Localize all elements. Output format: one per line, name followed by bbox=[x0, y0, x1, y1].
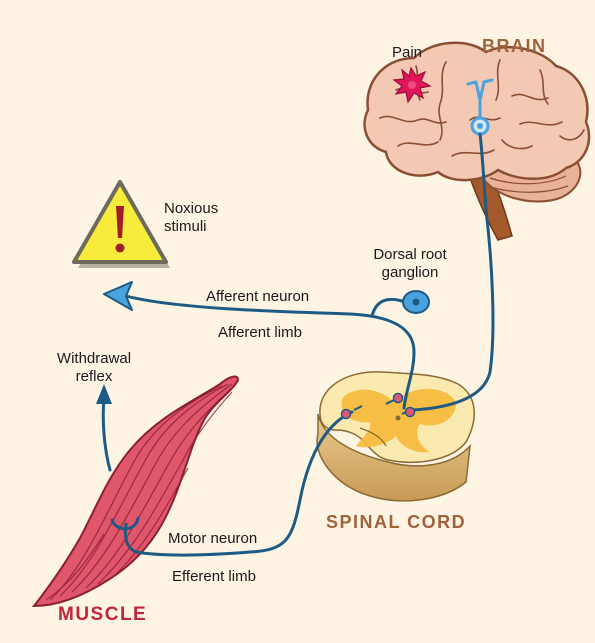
afferent-limb-label: Afferent limb bbox=[218, 324, 302, 342]
pain-label: Pain bbox=[392, 44, 422, 62]
spinal-cord-illustration bbox=[317, 372, 474, 501]
withdrawal-arrow bbox=[103, 398, 110, 470]
brain-heading: BRAIN bbox=[482, 36, 547, 57]
drg-line-1: Dorsal root bbox=[362, 246, 458, 264]
spinal-cord-heading: SPINAL CORD bbox=[326, 512, 466, 533]
ganglion-cell bbox=[403, 291, 429, 313]
withdrawal-reflex-label: Withdrawal reflex bbox=[48, 350, 140, 386]
motor-neuron-label: Motor neuron bbox=[168, 530, 257, 548]
noxious-line-1: Noxious bbox=[164, 200, 218, 218]
dorsal-root-ganglion-label: Dorsal root ganglion bbox=[362, 246, 458, 282]
noxious-stimuli-label: Noxious stimuli bbox=[164, 200, 218, 236]
afferent-neuron-label: Afferent neuron bbox=[206, 288, 309, 306]
withdrawal-line-2: reflex bbox=[48, 368, 140, 386]
drg-line-2: ganglion bbox=[362, 264, 458, 282]
withdrawal-line-1: Withdrawal bbox=[48, 350, 140, 368]
efferent-limb-label: Efferent limb bbox=[172, 568, 256, 586]
cerebrum bbox=[365, 43, 589, 180]
warning-triangle-icon bbox=[74, 182, 170, 268]
arrow-up-icon bbox=[96, 384, 112, 404]
muscle-heading: MUSCLE bbox=[58, 604, 147, 626]
noxious-line-2: stimuli bbox=[164, 218, 218, 236]
brain-illustration bbox=[365, 43, 589, 240]
